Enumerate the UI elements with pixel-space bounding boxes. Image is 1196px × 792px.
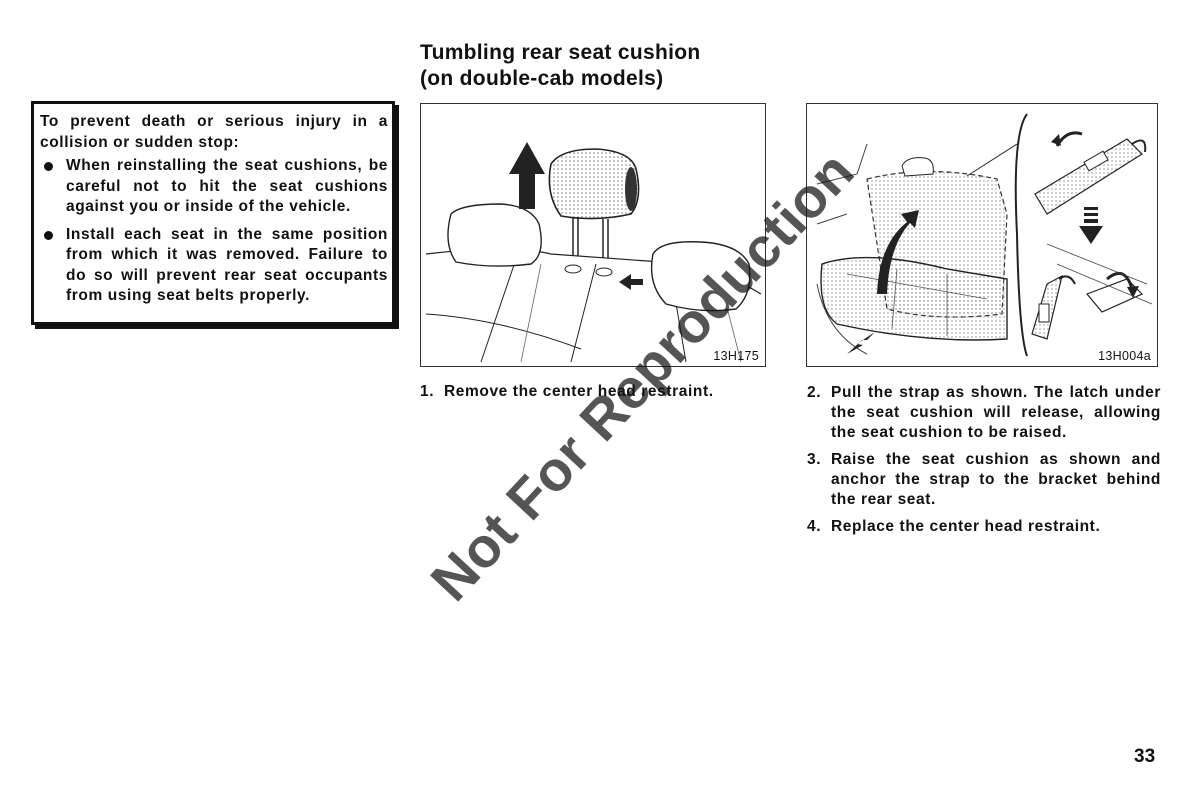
step-number: 1. xyxy=(420,383,435,400)
warning-list: When reinstalling the seat cushions, be … xyxy=(40,156,388,307)
step-text: Raise the seat cushion as shown and anch… xyxy=(831,451,1161,508)
page-number: 33 xyxy=(1134,746,1156,767)
steps-list-right: 2. Pull the strap as shown. The latch un… xyxy=(807,383,1161,544)
step-number: 3. xyxy=(807,451,822,468)
warning-item-text: When reinstalling the seat cushions, be … xyxy=(66,157,388,215)
step-item: 1. Remove the center head restraint. xyxy=(420,382,765,402)
step-text: Replace the center head restraint. xyxy=(831,518,1101,535)
steps-list-left: 1. Remove the center head restraint. xyxy=(420,382,765,409)
figure-headrest-removal: 13H175 xyxy=(420,103,766,367)
warning-box: To prevent death or serious injury in a … xyxy=(31,101,395,325)
step-item: 2. Pull the strap as shown. The latch un… xyxy=(807,383,1161,443)
step-number: 4. xyxy=(807,518,822,535)
warning-item: Install each seat in the same position f… xyxy=(40,225,388,307)
headrest-removal-illustration xyxy=(425,142,762,363)
warning-item-text: Install each seat in the same position f… xyxy=(66,225,388,305)
figure-code: 13H004a xyxy=(1098,349,1151,363)
step-number: 2. xyxy=(807,384,822,401)
warning-intro: To prevent death or serious injury in a … xyxy=(40,113,388,151)
warning-item: When reinstalling the seat cushions, be … xyxy=(40,156,388,218)
step-text: Remove the center head restraint. xyxy=(444,383,714,400)
bullet-icon xyxy=(44,162,53,171)
figure-seat-tumble: 13H004a xyxy=(806,103,1158,367)
step-item: 3. Raise the seat cushion as shown and a… xyxy=(807,450,1161,510)
title-line-2: (on double-cab models) xyxy=(420,67,664,90)
seat-cushion-tumble-illustration xyxy=(816,113,1153,357)
page-title: Tumbling rear seat cushion (on double-ca… xyxy=(420,40,700,92)
title-line-1: Tumbling rear seat cushion xyxy=(420,41,701,64)
step-text: Pull the strap as shown. The latch under… xyxy=(831,384,1161,441)
bullet-icon xyxy=(44,230,53,240)
step-item: 4. Replace the center head restraint. xyxy=(807,517,1161,537)
figure-code: 13H175 xyxy=(713,349,759,363)
